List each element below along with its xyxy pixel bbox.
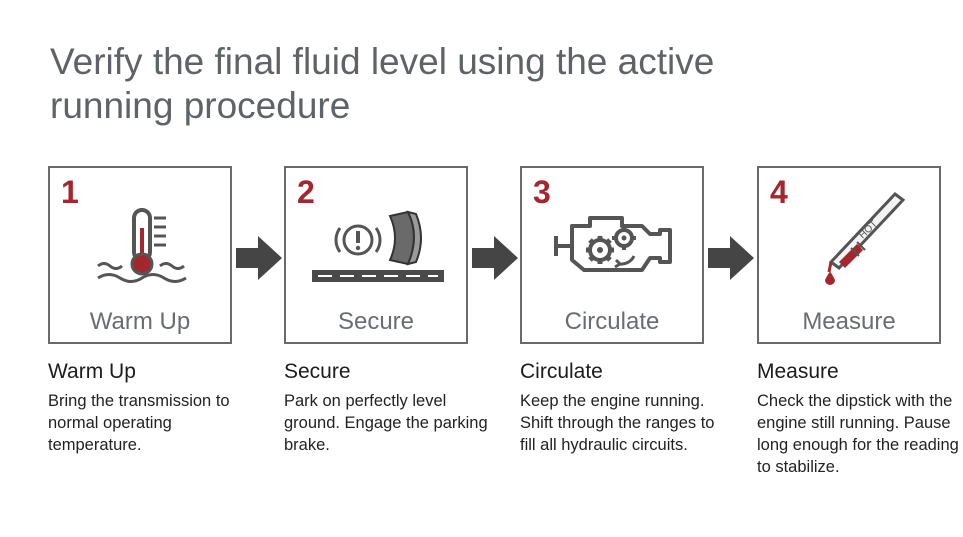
- step-text: Park on perfectly level ground. Engage t…: [284, 392, 488, 454]
- thermometer-icon: [97, 208, 187, 283]
- step-description-circulate: Circulate Keep the engine running. Shift…: [520, 360, 725, 456]
- step-card-measure: 4 HOT Measure: [757, 166, 941, 344]
- step-description-measure: Measure Check the dipstick with the engi…: [757, 360, 962, 478]
- step-number: 4: [770, 174, 788, 210]
- step-description-warm-up: Warm Up Bring the transmission to normal…: [48, 360, 253, 456]
- arrow-right-icon: [472, 236, 518, 280]
- step-label: Measure: [802, 308, 896, 335]
- step-label: Secure: [337, 308, 415, 335]
- step-description-secure: Secure Park on perfectly level ground. E…: [284, 360, 489, 456]
- step-heading: Secure: [284, 360, 351, 383]
- step-text: Check the dipstick with the engine still…: [757, 392, 959, 476]
- step-text: Keep the engine running. Shift through t…: [520, 392, 715, 454]
- step-label: Warm Up: [89, 308, 191, 335]
- parking-brake-icon: [312, 210, 444, 282]
- step-heading: Circulate: [520, 360, 603, 383]
- step-card-secure: 2 Secure: [284, 166, 468, 344]
- dipstick-icon: HOT: [825, 191, 906, 285]
- engine-gears-icon: [554, 216, 672, 272]
- step-label: Circulate: [564, 308, 660, 335]
- step-card-circulate: 3 Circulate: [520, 166, 704, 344]
- page-title: Verify the final fluid level using the a…: [50, 41, 715, 126]
- step-number: 1: [61, 174, 79, 210]
- step-number: 2: [297, 174, 315, 210]
- arrow-right-icon: [708, 236, 754, 280]
- step-text: Bring the transmission to normal operati…: [48, 392, 230, 454]
- step-card-warm-up: 1 Warm Up: [48, 166, 232, 344]
- step-heading: Measure: [757, 360, 839, 383]
- arrow-right-icon: [236, 236, 282, 280]
- step-number: 3: [533, 174, 551, 210]
- step-heading: Warm Up: [48, 360, 136, 383]
